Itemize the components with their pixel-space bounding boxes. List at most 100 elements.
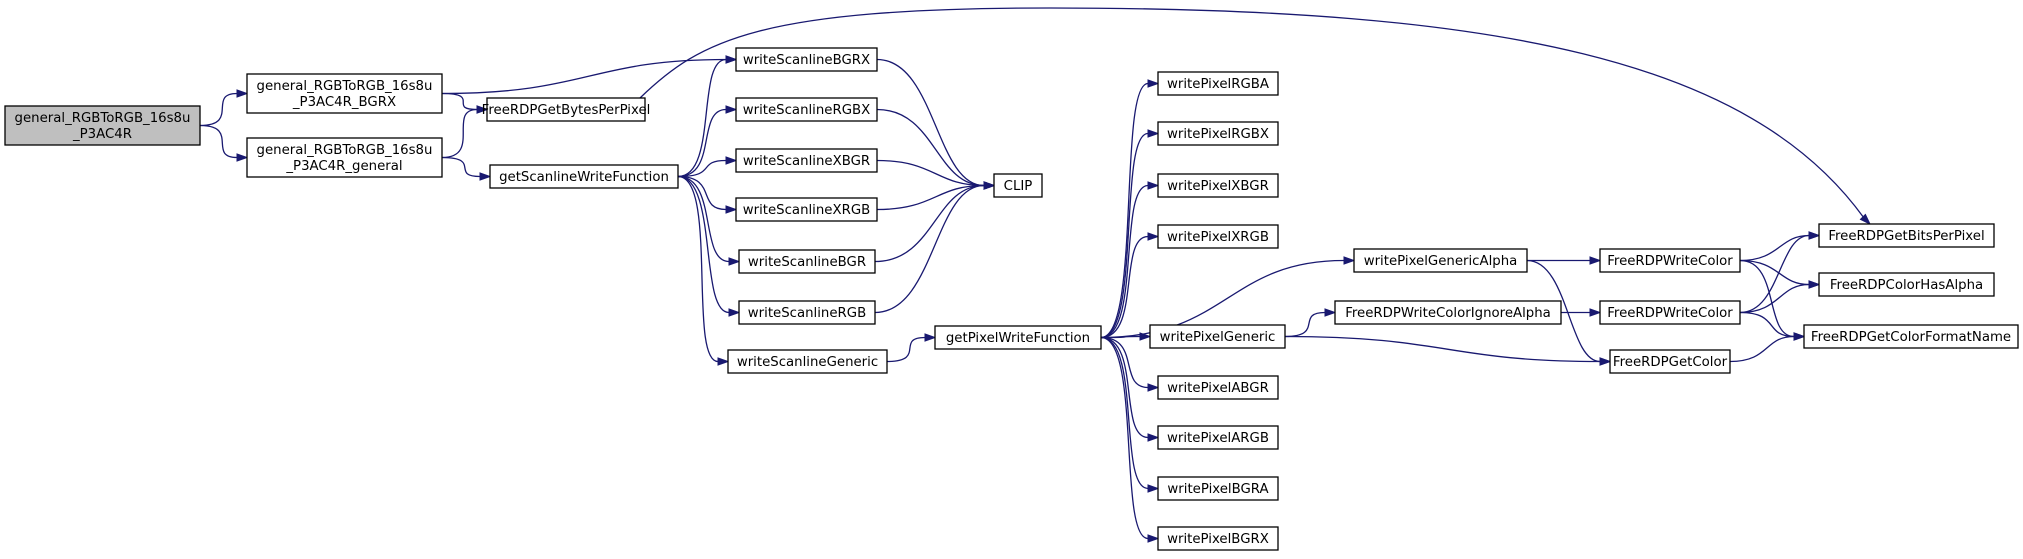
edge-ws-rgb-to-clip: [874, 181, 996, 314]
node-getbytes[interactable]: FreeRDPGetBytesPerPixel: [482, 97, 651, 122]
edge-line: [876, 58, 985, 187]
node-wp-generic[interactable]: writePixelGeneric: [1149, 324, 1286, 349]
edge-arrowhead: [728, 308, 741, 317]
node-root: general_RGBToRGB_16s8u_P3AC4R: [4, 105, 201, 146]
node-wp-abgr[interactable]: writePixelABGR: [1157, 375, 1279, 400]
edge-ws-rgbx-to-clip: [876, 108, 996, 190]
node-ws-xbgr[interactable]: writeScanlineXBGR: [735, 148, 878, 173]
edge-arrowhead: [725, 205, 738, 214]
node-box: [1599, 300, 1741, 325]
node-wp-bgra[interactable]: writePixelBGRA: [1157, 476, 1279, 501]
edge-wc-ignore-to-wc2: [1561, 308, 1602, 317]
node-label: writeScanlineXRGB: [743, 203, 871, 218]
node-ws-generic[interactable]: writeScanlineGeneric: [727, 349, 888, 374]
edge-line: [1100, 235, 1149, 339]
node-label: FreeRDPColorHasAlpha: [1830, 278, 1983, 293]
node-label: FreeRDPGetColorFormatName: [1811, 330, 2011, 345]
edge-getbytes-to-getbits: [639, 7, 1872, 226]
node-label: _P3AC4R_BGRX: [292, 95, 396, 110]
node-wp-genalpha[interactable]: writePixelGenericAlpha: [1353, 248, 1528, 273]
node-box: [1149, 324, 1286, 349]
edge-wp-generic-to-getcolor: [1284, 335, 1612, 366]
node-fmtname[interactable]: FreeRDPGetColorFormatName: [1803, 324, 2019, 349]
edge-line: [1739, 234, 1810, 314]
edge-line: [1729, 335, 1795, 363]
node-label: general_RGBToRGB_16s8u: [15, 111, 191, 126]
edge-getscanline-to-ws-xrgb: [677, 175, 738, 214]
node-label: writePixelARGB: [1167, 431, 1269, 446]
node-label: writePixelABGR: [1167, 381, 1269, 396]
edge-line: [876, 159, 985, 187]
node-box: [246, 137, 443, 178]
node-wp-bgrx[interactable]: writePixelBGRX: [1157, 526, 1279, 551]
node-box: [1353, 248, 1528, 273]
node-label: FreeRDPWriteColorIgnoreAlpha: [1345, 306, 1551, 321]
node-box: [1157, 526, 1279, 551]
node-label: FreeRDPWriteColor: [1607, 254, 1733, 269]
edge-root-to-bgrx-fn: [199, 89, 249, 127]
node-ws-bgr[interactable]: writeScanlineBGR: [738, 249, 876, 274]
edge-line: [199, 124, 238, 159]
node-getpixel[interactable]: getPixelWriteFunction: [934, 325, 1102, 350]
node-label: writePixelGeneric: [1160, 330, 1276, 345]
node-getcolor[interactable]: FreeRDPGetColor: [1609, 349, 1731, 374]
node-getbits[interactable]: FreeRDPGetBitsPerPixel: [1818, 223, 1995, 248]
node-hasalpha[interactable]: FreeRDPColorHasAlpha: [1818, 272, 1995, 297]
node-box: [738, 249, 876, 274]
edge-line: [1526, 259, 1601, 363]
edge-arrowhead: [1147, 383, 1160, 392]
edge-line: [677, 175, 730, 314]
edge-getpixel-to-wp-bgra: [1100, 336, 1160, 493]
node-clip[interactable]: CLIP: [993, 173, 1043, 198]
edge-line: [1100, 82, 1149, 339]
node-box: [1334, 300, 1562, 325]
edge-line: [1739, 283, 1810, 314]
node-wp-argb[interactable]: writePixelARGB: [1157, 425, 1279, 450]
edge-arrowhead: [924, 333, 937, 342]
edge-arrowhead: [1324, 308, 1337, 317]
node-getscanline[interactable]: getScanlineWriteFunction: [489, 164, 679, 189]
edge-arrowhead: [725, 105, 738, 114]
node-ws-xrgb[interactable]: writeScanlineXRGB: [735, 197, 878, 222]
edge-getcolor-to-fmtname: [1729, 332, 1806, 363]
edge-line: [199, 92, 238, 127]
edge-getscanline-to-ws-generic: [677, 175, 730, 366]
edge-arrowhead: [479, 172, 492, 181]
node-label: writeScanlineRGB: [748, 306, 866, 321]
edge-line: [874, 184, 985, 314]
edge-getscanline-to-ws-rgb: [677, 175, 741, 317]
node-label: general_RGBToRGB_16s8u: [257, 143, 433, 158]
edge-line: [677, 159, 727, 178]
edge-line: [874, 184, 985, 263]
node-label: _P3AC4R_general: [285, 159, 402, 174]
edge-root-to-general-fn: [199, 124, 249, 162]
node-box: [246, 73, 443, 114]
edge-line: [1739, 259, 1795, 338]
edge-arrowhead: [1793, 332, 1806, 341]
node-box: [1157, 173, 1279, 198]
node-wc-ignore[interactable]: FreeRDPWriteColorIgnoreAlpha: [1334, 300, 1562, 325]
node-wp-rgbx[interactable]: writePixelRGBX: [1157, 121, 1279, 146]
edge-line: [677, 175, 727, 211]
node-ws-rgb[interactable]: writeScanlineRGB: [738, 300, 876, 325]
node-wc1[interactable]: FreeRDPWriteColor: [1599, 248, 1741, 273]
edge-line: [639, 7, 1865, 219]
node-wc2[interactable]: FreeRDPWriteColor: [1599, 300, 1741, 325]
node-bgrx-fn[interactable]: general_RGBToRGB_16s8u_P3AC4R_BGRX: [246, 73, 443, 114]
node-label: writeScanlineBGR: [748, 255, 866, 270]
node-wp-xrgb[interactable]: writePixelXRGB: [1157, 224, 1279, 249]
edge-arrowhead: [1147, 129, 1160, 138]
node-wp-xbgr[interactable]: writePixelXBGR: [1157, 173, 1279, 198]
node-box: [1599, 248, 1741, 273]
node-box: [1818, 223, 1995, 248]
node-general-fn[interactable]: general_RGBToRGB_16s8u_P3AC4R_general: [246, 137, 443, 178]
edge-ws-bgr-to-clip: [874, 181, 996, 263]
call-edges: [199, 7, 1872, 543]
node-box: [1157, 375, 1279, 400]
node-wp-rgba[interactable]: writePixelRGBA: [1157, 71, 1279, 96]
node-ws-bgrx[interactable]: writeScanlineBGRX: [735, 47, 878, 72]
edge-getscanline-to-ws-xbgr: [677, 156, 738, 178]
node-ws-rgbx[interactable]: writeScanlineRGBX: [735, 97, 878, 122]
node-box: [738, 300, 876, 325]
node-label: writePixelRGBA: [1167, 77, 1269, 92]
